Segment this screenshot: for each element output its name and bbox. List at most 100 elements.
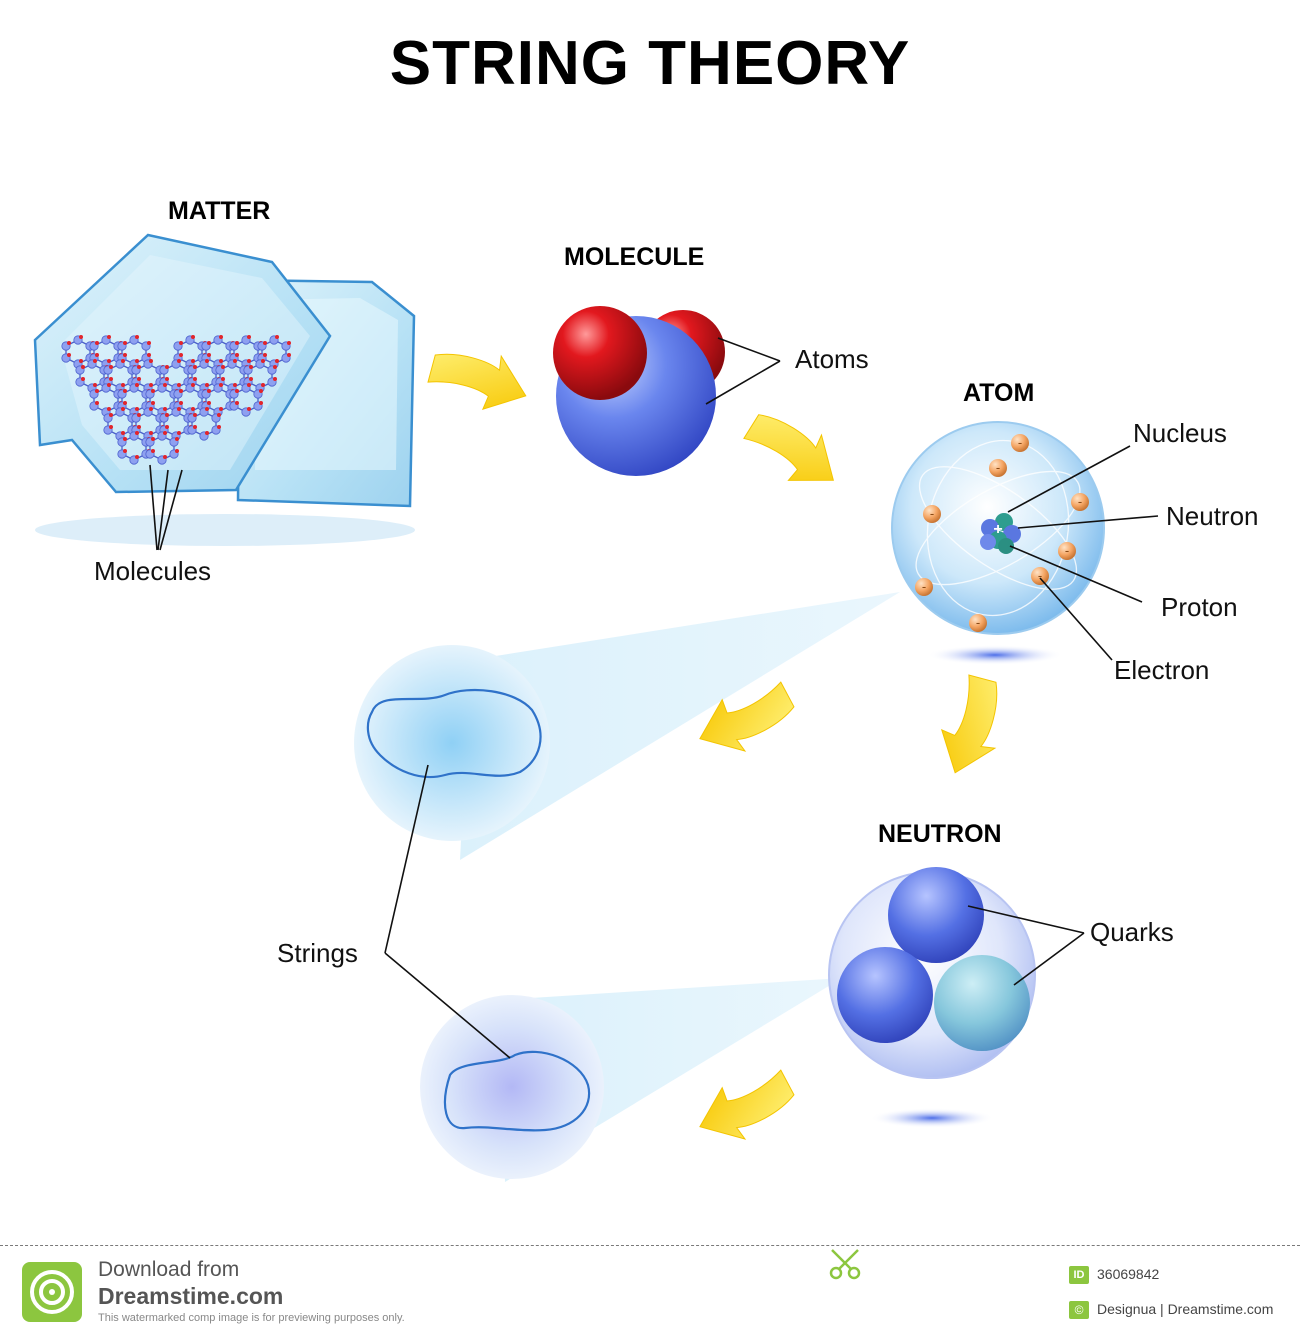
lattice-atom-red	[175, 449, 179, 453]
lattice-atom-red	[95, 389, 99, 393]
image-id: 36069842	[1097, 1266, 1160, 1282]
electron	[969, 614, 987, 632]
yellow-arrow-icon	[743, 414, 834, 481]
lattice-atom-red	[165, 425, 169, 429]
lattice-atom-red	[219, 383, 223, 387]
lattice-atom-red	[191, 407, 195, 411]
lattice-atom-red	[149, 359, 153, 363]
diagram-stage: -------- +	[33, 29, 1259, 1182]
lattice-atom-red	[275, 335, 279, 339]
page-title: STRING THEORY	[389, 29, 911, 98]
nucleus-label: Nucleus	[1133, 418, 1227, 448]
lattice-atom-red	[259, 389, 263, 393]
lattice-atom-red	[235, 389, 239, 393]
lattice-atom-red	[135, 431, 139, 435]
string-bubble-upper	[354, 645, 550, 841]
lattice-atom-red	[273, 365, 277, 369]
molecule-lattice	[61, 335, 291, 465]
electron-charge-sign: -	[1038, 568, 1042, 583]
dreamstime-logo	[22, 1262, 82, 1322]
string-bubble-lower	[420, 995, 604, 1179]
electron	[1011, 434, 1029, 452]
lattice-atom-red	[191, 335, 195, 339]
lattice-atom-red	[233, 383, 237, 387]
atom-nucleus: +	[980, 513, 1021, 554]
electron	[1071, 493, 1089, 511]
lattice-atom-red	[137, 425, 141, 429]
lattice-atom-red	[235, 353, 239, 357]
lattice-atom-red	[205, 359, 209, 363]
lattice-atom-red	[121, 383, 125, 387]
lattice-atom-red	[135, 383, 139, 387]
molecules-pointer	[149, 464, 183, 551]
lattice-atom-red	[205, 383, 209, 387]
yellow-arrow-icon	[427, 353, 527, 411]
electron-charge-sign: -	[1065, 543, 1069, 558]
lattice-atom-red	[107, 383, 111, 387]
lattice-atom-red	[217, 425, 221, 429]
yellow-arrow-icon	[699, 1069, 795, 1140]
electron-charge-sign: -	[1078, 494, 1082, 509]
atoms-label: Atoms	[795, 344, 869, 374]
lattice-atom-red	[95, 341, 99, 345]
quarks-label: Quarks	[1090, 917, 1174, 947]
yellow-arrow-shape	[699, 681, 795, 752]
lattice-atom-red	[177, 431, 181, 435]
lattice-atom-red	[165, 413, 169, 417]
neutron-heading: NEUTRON	[878, 820, 1002, 848]
lattice-atom-red	[219, 335, 223, 339]
lattice-atom-red	[107, 335, 111, 339]
lattice-atom-red	[221, 365, 225, 369]
lattice-atom-red	[121, 359, 125, 363]
electron	[915, 578, 933, 596]
lattice-atom-red	[249, 377, 253, 381]
lattice-atom-red	[219, 407, 223, 411]
footer-brand[interactable]: Dreamstime.com	[98, 1283, 284, 1309]
lattice-atom-red	[207, 401, 211, 405]
neutron-label: Neutron	[1166, 501, 1259, 531]
lattice-atom-red	[193, 377, 197, 381]
electron-charge-sign: -	[922, 579, 926, 594]
lattice-atom-red	[221, 377, 225, 381]
lattice-atom-red	[149, 431, 153, 435]
lattice-atom-red	[107, 359, 111, 363]
lattice-atom-red	[147, 353, 151, 357]
lattice-atom-red	[275, 359, 279, 363]
lattice-atom-red	[67, 353, 71, 357]
lattice-atom-red	[149, 383, 153, 387]
lattice-atom-red	[247, 383, 251, 387]
lattice-atom-red	[165, 377, 169, 381]
image-credit[interactable]: Designua | Dreamstime.com	[1097, 1301, 1274, 1317]
lattice-atom-red	[219, 359, 223, 363]
lattice-atom-red	[81, 377, 85, 381]
quark-left	[837, 947, 933, 1043]
lattice-atom-red	[177, 359, 181, 363]
lattice-atom-red	[175, 437, 179, 441]
lattice-atom-red	[191, 359, 195, 363]
lattice-atom-red	[151, 437, 155, 441]
lattice-atom-red	[93, 383, 97, 387]
lattice-atom-red	[247, 359, 251, 363]
electron-charge-sign: -	[996, 460, 1000, 475]
lattice-atom-red	[259, 401, 263, 405]
proton-label: Proton	[1161, 592, 1238, 622]
yellow-arrow-shape	[743, 414, 834, 481]
lattice-atom-red	[261, 359, 265, 363]
lattice-atom-red	[179, 353, 183, 357]
lattice-atom-red	[79, 359, 83, 363]
string-loop-upper	[366, 688, 542, 779]
spiral-icon	[30, 1270, 74, 1314]
lattice-atom-red	[261, 383, 265, 387]
atom-shadow	[927, 645, 1063, 665]
lattice-atom-red	[193, 365, 197, 369]
electron-charge-sign: -	[930, 506, 934, 521]
lattice-atom-red	[107, 407, 111, 411]
footer-watermark-note: This watermarked comp image is for previ…	[98, 1312, 405, 1324]
lattice-atom-red	[177, 383, 181, 387]
electron	[989, 459, 1007, 477]
electron-charge-sign: -	[976, 615, 980, 630]
electrons: --------	[915, 434, 1089, 632]
lattice-atom-red	[163, 407, 167, 411]
lattice-atom-red	[235, 401, 239, 405]
electron-label: Electron	[1114, 655, 1210, 685]
